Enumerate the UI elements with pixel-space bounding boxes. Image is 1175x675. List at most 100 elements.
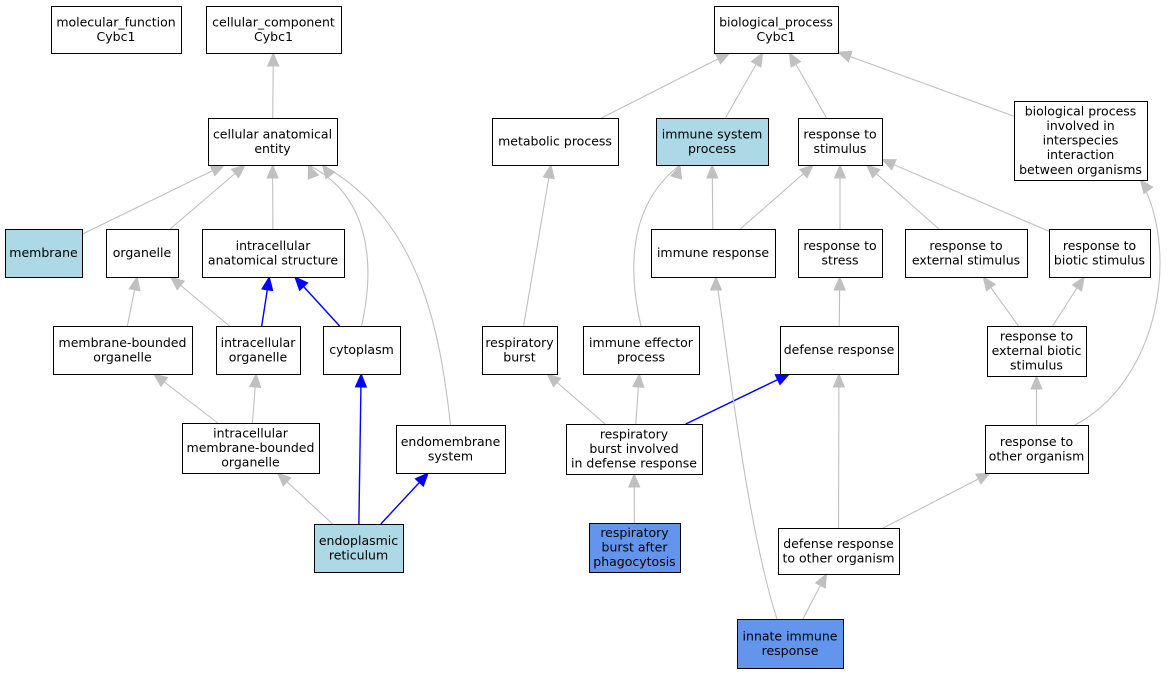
node-label-line: response to [1000, 328, 1073, 343]
node-label-line: Cybc1 [97, 29, 136, 44]
node-box [905, 229, 1028, 278]
node-organelle[interactable]: organelle [106, 229, 179, 278]
node-label-line: organelle [93, 349, 152, 364]
node-label-line: interaction [1047, 147, 1115, 162]
arrow-ir-to-isp [706, 163, 719, 179]
node-dr[interactable]: defense response [780, 326, 899, 375]
node-ir[interactable]: immune response [651, 229, 776, 278]
node-label-line: process [617, 349, 665, 364]
arrow-er-to-cyto [354, 372, 368, 388]
arrow-imbo-to-mbo [152, 373, 169, 388]
node-label-line: response [762, 643, 819, 658]
node-label-line: between organisms [1019, 162, 1142, 177]
node-box [778, 528, 900, 575]
edge-membrane-to-cae [81, 164, 225, 235]
node-label-line: intracellular [213, 425, 289, 440]
arrow-rtebs-to-rtbs [1071, 275, 1085, 292]
node-box [208, 118, 338, 166]
node-box [737, 619, 844, 669]
node-label-line: intracellular [221, 335, 297, 350]
node-label-line: biological_process [719, 14, 833, 29]
arrow-rbidr-to-rb [546, 373, 562, 388]
node-label-line: system [428, 448, 473, 463]
node-label-line: anatomical structure [208, 252, 338, 267]
node-box [583, 326, 700, 375]
arrow-rtoo-to-bpii [1139, 178, 1154, 195]
node-label-line: reticulum [329, 547, 388, 562]
node-box [216, 326, 301, 375]
arrow-io-to-organelle [169, 276, 186, 291]
node-box [714, 6, 839, 54]
edges-layer [81, 50, 1161, 620]
arrow-ias-to-cae [266, 163, 279, 179]
node-box [651, 229, 776, 278]
edge-rtoo-to-bpii [1074, 179, 1161, 426]
node-label-line: burst [503, 349, 536, 364]
node-box [314, 524, 404, 573]
edge-ir-to-rts [739, 164, 814, 230]
edge-rbidr-to-dr [685, 373, 790, 425]
arrow-iep-to-isp [670, 163, 683, 180]
node-label-line: membrane [9, 245, 78, 260]
node-label-line: other organism [989, 448, 1085, 463]
node-label-line: external biotic [992, 343, 1082, 358]
node-label-line: endomembrane [401, 434, 501, 449]
node-label-line: organelle [113, 245, 172, 260]
node-label-line: stimulus [814, 141, 867, 156]
arrow-er-to-imbo [276, 472, 292, 487]
node-label-line: response to [929, 238, 1002, 253]
arrow-rb-to-metab [542, 163, 555, 180]
node-label-line: organelle [221, 455, 280, 470]
node-label-line: intracellular [236, 238, 312, 253]
node-label-line: biotic stimulus [1054, 252, 1145, 267]
arrow-er-to-endo [414, 472, 430, 488]
node-label-line: respiratory [600, 525, 669, 540]
arrow-rtbs-to-rts [880, 159, 897, 171]
node-box [492, 118, 619, 166]
node-label-line: membrane-bounded [59, 335, 187, 350]
arrow-isp-to-bp [750, 51, 764, 68]
node-cyto[interactable]: cytoplasm [323, 326, 401, 375]
node-box [987, 326, 1087, 377]
arrow-iir-to-drtoo [814, 572, 828, 589]
edge-endo-to-cae [322, 164, 452, 426]
edge-rb-to-metab [523, 164, 552, 327]
node-box [589, 523, 681, 573]
arrow-rtoo-to-rtebs [1030, 374, 1043, 390]
arrow-rbidr-to-dr [774, 373, 791, 386]
edge-iir-to-ir [715, 276, 778, 620]
node-membrane[interactable]: membrane [5, 229, 83, 278]
arrow-rtes-to-rts [865, 164, 881, 179]
node-label-line: entity [254, 141, 291, 156]
arrow-rbidr-to-iep [632, 372, 645, 388]
node-label-line: defense response [784, 342, 895, 357]
node-label-line: phagocytosis [593, 554, 675, 569]
node-label-line: stimulus [1010, 358, 1063, 373]
node-metab[interactable]: metabolic process [492, 118, 619, 166]
